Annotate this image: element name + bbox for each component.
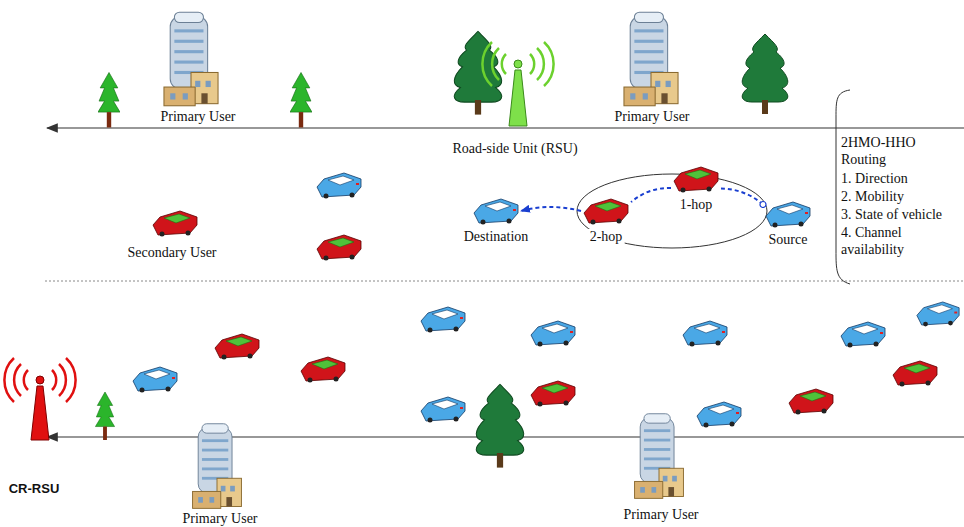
vehicle-label: Source: [767, 232, 810, 248]
scene-label: 2. Mobility: [841, 188, 904, 205]
car-icon: [671, 164, 721, 194]
vehicle-label: 1-hop: [678, 197, 715, 213]
scene-label: Primary User: [614, 108, 689, 125]
scene-label: 3. State of vehicle: [841, 206, 942, 223]
scene-label: CR-RSU: [9, 480, 60, 497]
vehicle-label: 2-hop: [588, 229, 625, 245]
vehicle-node: 1-hop: [671, 164, 721, 194]
route-hop: [521, 207, 581, 211]
cr-rsu-tower: [4, 358, 75, 440]
scene-label: 1. Direction: [841, 170, 908, 187]
scene-label: 2HMO-HHO Routing: [841, 134, 927, 168]
car-icon: [763, 199, 813, 229]
car-icon: [581, 196, 631, 226]
car-icon: [471, 196, 521, 226]
vehicle-node: 2-hop: [581, 196, 631, 226]
route-hop: [631, 188, 671, 202]
scene-label: Secondary User: [127, 244, 216, 261]
vehicle-label: Destination: [462, 229, 531, 245]
vehicle-node: Source: [763, 199, 813, 229]
scene-label: Primary User: [160, 108, 235, 125]
vehicle-node: Destination: [471, 196, 521, 226]
scene-label: Road-side Unit (RSU): [452, 140, 577, 157]
route-hop: [721, 189, 763, 205]
scene-label: Primary User: [623, 506, 698, 523]
scene-label: Primary User: [182, 510, 257, 527]
rsu-tower: [482, 42, 553, 126]
scene-label: 4. Channel availability: [841, 224, 959, 258]
